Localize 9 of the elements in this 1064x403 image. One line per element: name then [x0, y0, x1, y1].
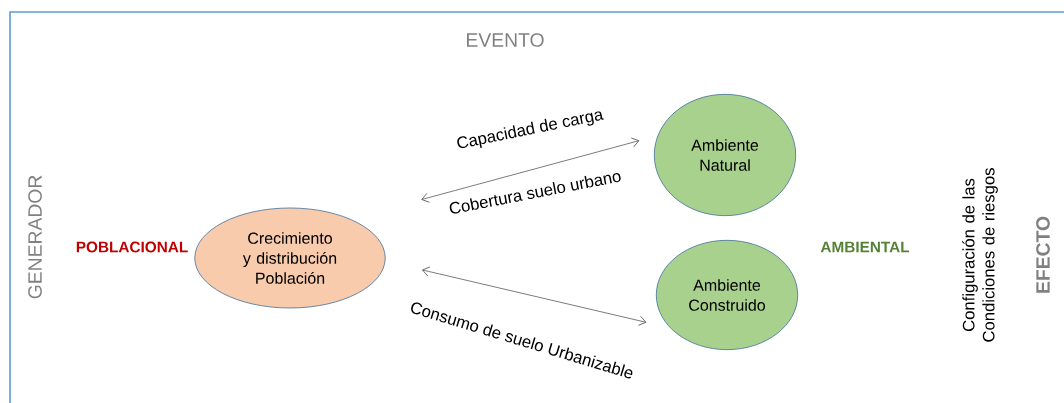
section-heading: EVENTO — [467, 33, 544, 47]
double-arrow — [421, 137, 640, 203]
section-heading: EFECTO — [1036, 216, 1050, 293]
double-arrow — [422, 266, 647, 326]
effect-text: Configuración de las Condiciones de riesgos — [962, 168, 998, 342]
section-heading: GENERADOR — [28, 175, 42, 299]
caption-text: Cobertura suelo urbano — [449, 173, 621, 214]
category-label: AMBIENTAL — [820, 241, 910, 253]
edge-label: Capacidad de carga — [457, 111, 604, 149]
